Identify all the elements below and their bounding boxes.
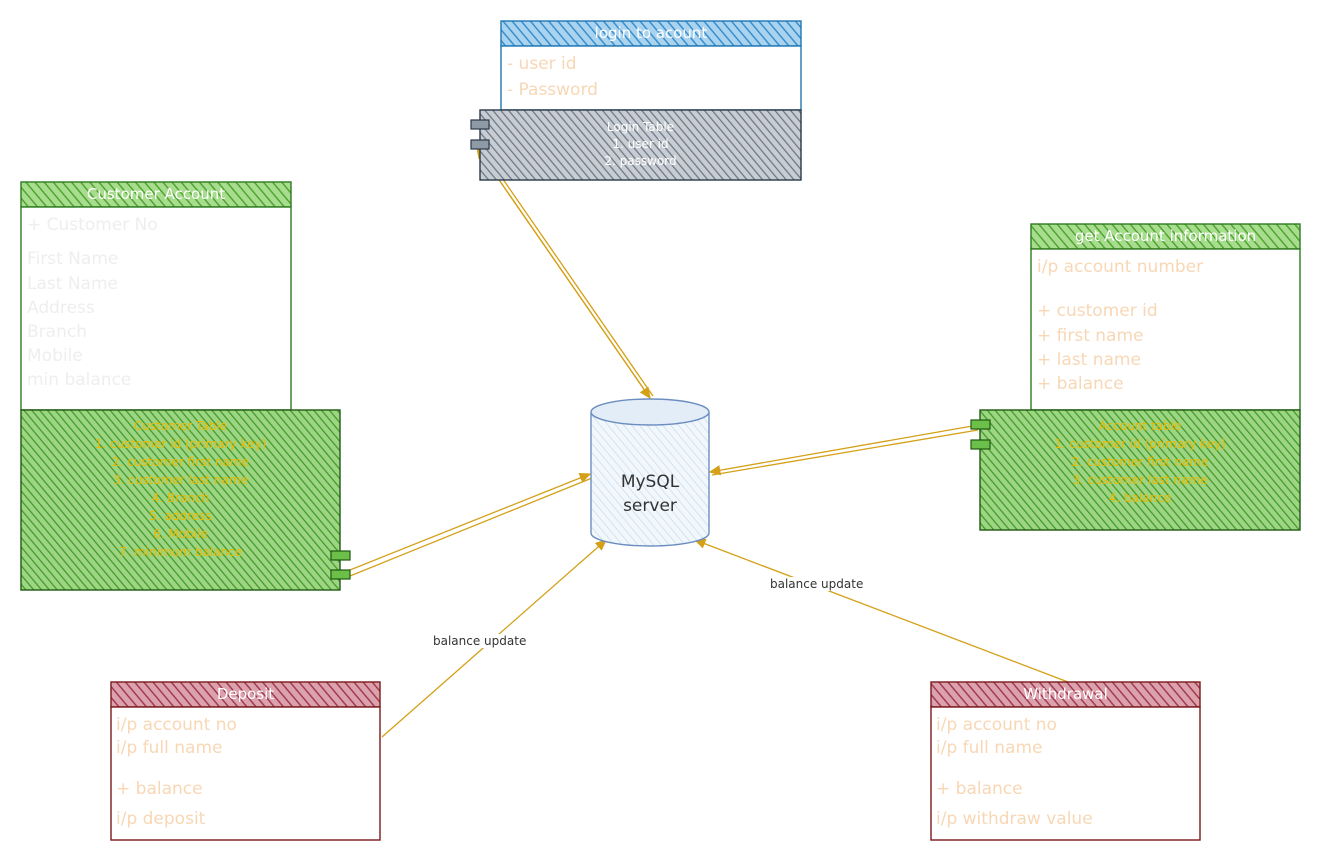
withdrawal-field: i/p full name <box>936 738 1043 758</box>
account-table-line: 1. customer id (primary key) <box>1054 437 1226 451</box>
account-field: + first name <box>1037 326 1144 346</box>
edge-label-deposit: balance update <box>431 634 529 648</box>
customer-field: + Customer No <box>27 215 158 235</box>
deposit-field: i/p full name <box>116 738 223 758</box>
login-field-user-id: - user id <box>507 54 577 74</box>
account-entity <box>970 223 1301 531</box>
login-port-icon-bottom <box>470 139 490 150</box>
account-field: i/p account number <box>1037 257 1204 277</box>
account-field: + last name <box>1037 350 1141 370</box>
customer-port-icon-top <box>330 550 351 561</box>
customer-field: Address <box>27 298 95 318</box>
login-table-line: 2. password <box>604 154 677 168</box>
login-entity <box>470 20 802 181</box>
deposit-field: + balance <box>116 779 203 799</box>
edge-login-db <box>476 145 654 400</box>
database-label-line2: server <box>623 496 677 516</box>
account-title: get Account information <box>1074 227 1257 245</box>
deposit-title: Deposit <box>216 685 275 703</box>
login-table-line: 1. user id <box>612 137 669 151</box>
login-title: login to acount <box>594 24 708 42</box>
customer-table-title: Customer Table <box>133 419 228 433</box>
login-port-icon-top <box>470 119 490 130</box>
edge-customer-db <box>344 473 593 579</box>
deposit-entity <box>110 681 381 841</box>
database-label: MySQL server <box>591 470 709 518</box>
account-table-line: 2. customer first name <box>1071 455 1209 469</box>
account-table-title: Account table <box>1098 419 1182 433</box>
account-table-line: 3. customer last name <box>1072 473 1208 487</box>
withdrawal-field: + balance <box>936 779 1023 799</box>
withdrawal-entity <box>930 681 1201 841</box>
customer-port-icon-bottom <box>330 569 351 580</box>
customer-table-line: 3. customer last name <box>112 473 249 487</box>
deposit-field: i/p account no <box>116 715 237 735</box>
customer-field: First Name <box>27 249 119 269</box>
database-cylinder <box>590 398 710 547</box>
deposit-field: i/p deposit <box>116 809 206 829</box>
login-table-title: Login Table <box>606 120 675 134</box>
edge-withdraw-db <box>693 538 1069 683</box>
customer-field: min balance <box>27 370 132 390</box>
database-label-line1: MySQL <box>620 472 680 492</box>
withdrawal-title: Withdrawal <box>1023 685 1108 703</box>
login-field-password: - Password <box>507 80 598 100</box>
customer-table-line: 1. customer id (primary key) <box>94 437 267 451</box>
account-table-line: 4. balance <box>1108 491 1172 505</box>
account-port-icon-top <box>970 419 991 430</box>
customer-table-line: 6. Mobile <box>153 527 208 541</box>
customer-table-line: 2. customer first name <box>112 455 249 469</box>
withdrawal-field: i/p withdraw value <box>936 809 1093 829</box>
customer-title: Customer Account <box>86 185 226 203</box>
customer-table-line: 5. address <box>149 509 212 523</box>
customer-table-line: 7. minimum balance <box>118 545 243 559</box>
account-field: + customer id <box>1037 301 1158 321</box>
customer-field: Branch <box>27 322 87 342</box>
edge-label-withdraw: balance update <box>768 577 866 591</box>
customer-field: Mobile <box>27 346 83 366</box>
account-port-icon-bottom <box>970 439 991 450</box>
customer-table-line: 4. Branch <box>151 491 210 505</box>
withdrawal-field: i/p account no <box>936 715 1057 735</box>
account-field: + balance <box>1037 374 1124 394</box>
customer-entity <box>20 181 351 591</box>
edge-account-db <box>708 424 979 476</box>
customer-field: Last Name <box>27 274 118 294</box>
